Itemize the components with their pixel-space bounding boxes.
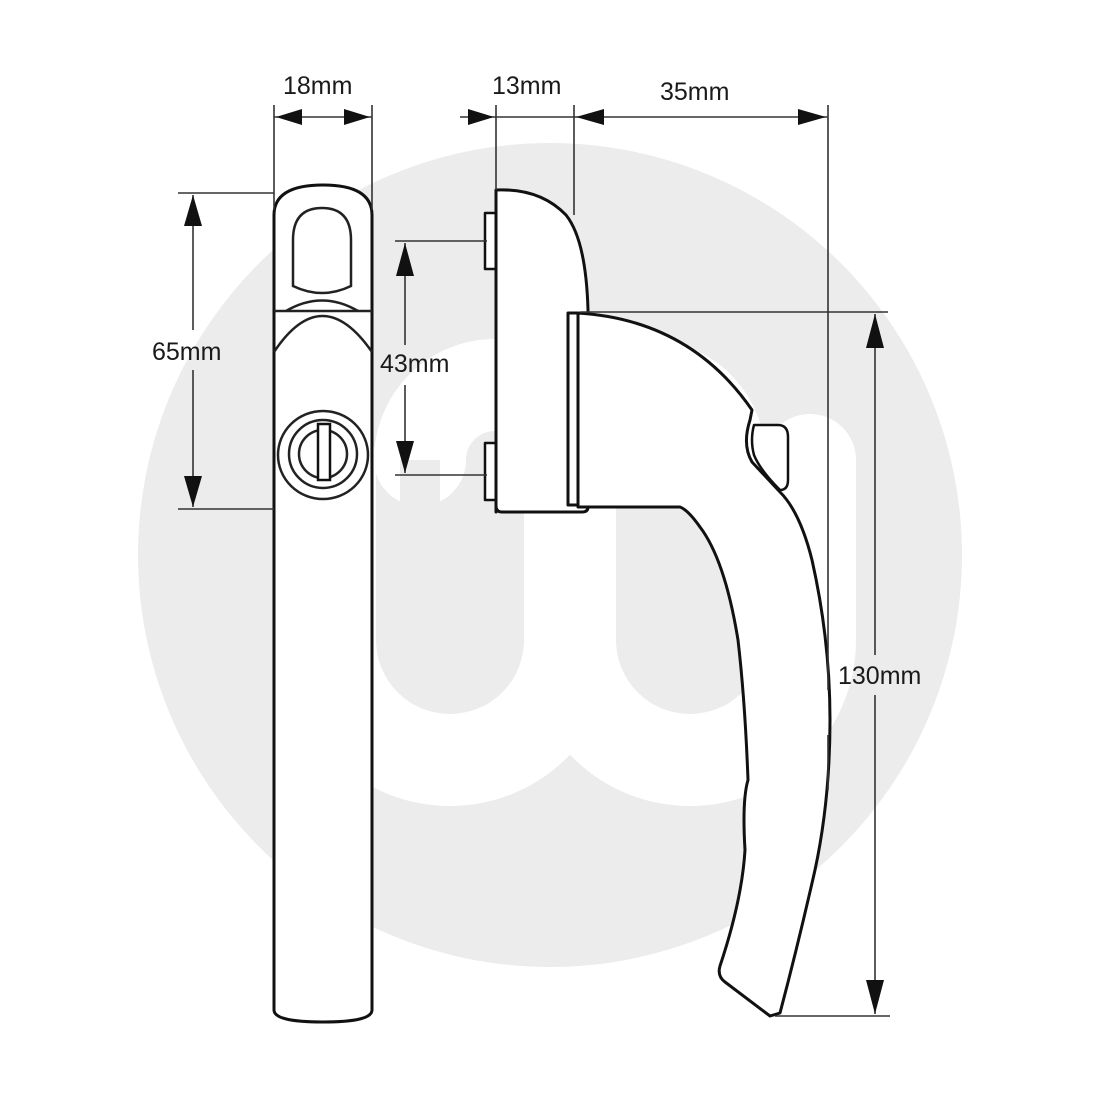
dimension-front-height: 65mm	[152, 338, 222, 366]
front-dimension-lines	[178, 105, 373, 510]
thumb-stop	[750, 423, 790, 492]
dimension-handle-length: 130mm	[838, 662, 922, 690]
dimension-handle-projection: 35mm	[660, 78, 730, 106]
front-view	[272, 183, 374, 1024]
dimension-front-width: 18mm	[283, 72, 353, 100]
key-lock-cylinder-icon	[276, 409, 370, 501]
side-dimension-lines	[395, 105, 890, 1017]
side-view	[483, 188, 832, 1018]
dimension-base-depth: 13mm	[492, 72, 562, 100]
dimension-fixing-centres: 43mm	[380, 350, 450, 378]
